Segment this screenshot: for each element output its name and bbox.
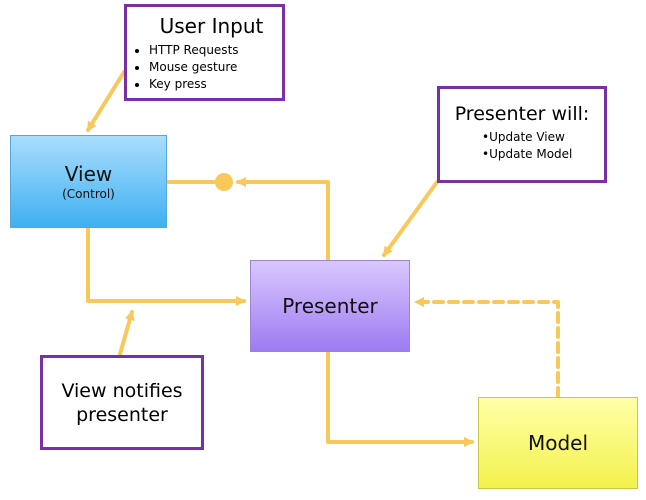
connector-dot <box>215 173 233 191</box>
arrow-userinput-to-view <box>86 70 126 132</box>
arrow-notifies-to-line <box>118 310 135 356</box>
user-input-note: User Input HTTP Requests Mouse gesture K… <box>124 4 285 101</box>
user-input-list: HTTP Requests Mouse gesture Key press <box>135 42 274 93</box>
arrow-model-to-presenter-dashed <box>414 297 560 399</box>
list-item: Mouse gesture <box>149 59 274 76</box>
view-node-label: View <box>64 161 113 186</box>
model-node: Model <box>478 397 638 489</box>
arrow-presenter-to-view <box>236 177 330 262</box>
list-item: •Update Model <box>482 147 573 161</box>
presenter-node-label: Presenter <box>282 294 378 318</box>
list-item: HTTP Requests <box>149 42 274 59</box>
arrow-presenter-to-model <box>326 350 474 447</box>
arrow-presenterwill-to-presenter <box>382 180 439 257</box>
arrow-view-to-presenter <box>86 226 246 306</box>
view-node-sublabel: (Control) <box>62 186 115 201</box>
list-item: •Update View <box>482 130 565 144</box>
model-node-label: Model <box>527 431 589 455</box>
view-node: View (Control) <box>10 135 167 228</box>
view-notifies-text: View notifies presenter <box>61 379 183 426</box>
presenter-will-list: •Update View •Update Model <box>448 129 596 163</box>
view-notifies-note: View notifies presenter <box>40 355 204 450</box>
list-item: Key press <box>149 76 274 93</box>
presenter-will-title: Presenter will: <box>454 103 590 125</box>
user-input-title: User Input <box>159 14 264 38</box>
presenter-node: Presenter <box>250 260 410 352</box>
presenter-will-note: Presenter will: •Update View •Update Mod… <box>437 86 607 183</box>
